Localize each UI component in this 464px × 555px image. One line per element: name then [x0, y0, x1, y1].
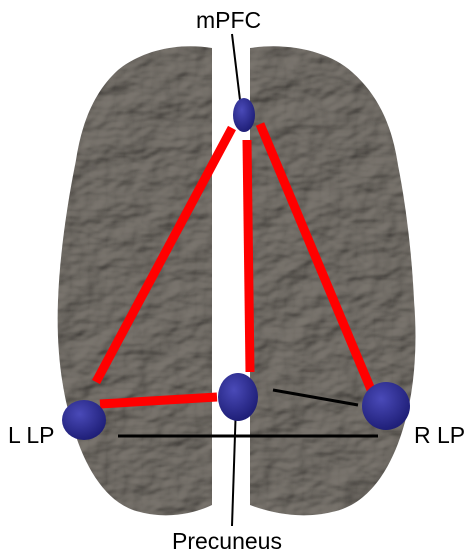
precuneus-node — [218, 373, 258, 421]
left-lp-node — [62, 400, 106, 440]
left-hemisphere — [58, 46, 212, 515]
precuneus-label: Precuneus — [172, 528, 282, 554]
left-lp-label: L LP — [8, 422, 54, 448]
right-lp-node — [362, 382, 410, 430]
right-lp-label: R LP — [414, 422, 464, 448]
mpfc-node — [233, 98, 255, 132]
precuneus-pointer-line — [232, 404, 236, 526]
right-hemisphere — [250, 46, 416, 515]
mpfc-label: mPFC — [196, 7, 261, 33]
mpfc-pointer-line — [232, 34, 240, 100]
connection-mpfc-precuneus — [247, 140, 250, 372]
